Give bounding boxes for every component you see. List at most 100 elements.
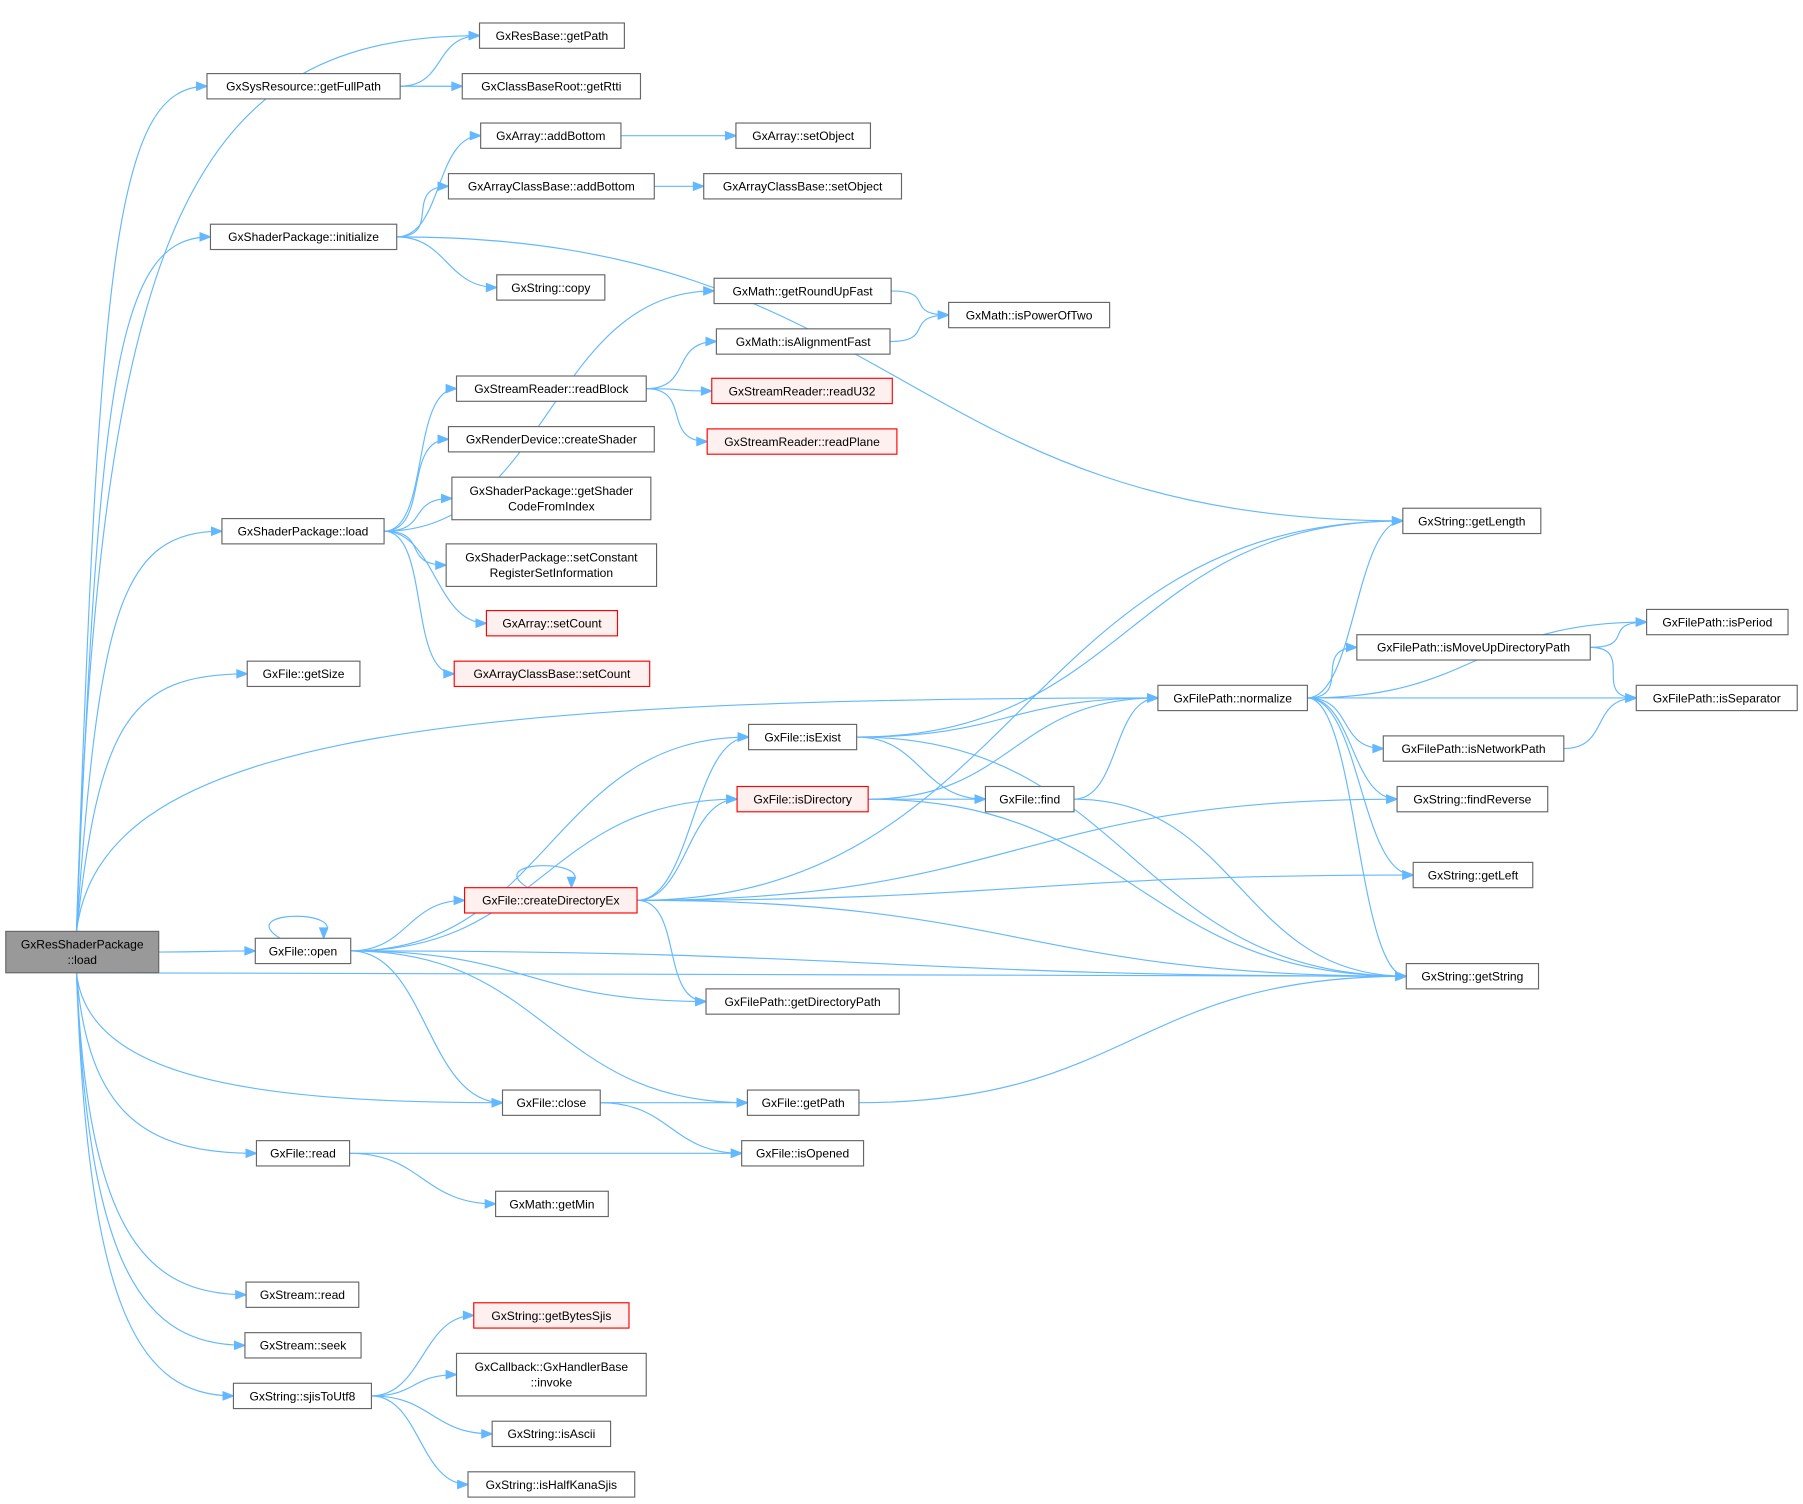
node-label: GxArray::setObject [752, 129, 855, 143]
node-gxstring-findreverse[interactable]: GxString::findReverse [1396, 785, 1549, 813]
node-box [713, 277, 892, 305]
node-gxclassbaseroot-getrtti[interactable]: GxClassBaseRoot::getRtti [461, 73, 642, 100]
node-gxfilepath-normalize[interactable]: GxFilePath::normalize [1157, 684, 1308, 712]
node-gxshaderpackage-initialize[interactable]: GxShaderPackage::initialize [209, 223, 398, 251]
node-gxstream-seek[interactable]: GxStream::seek [244, 1332, 362, 1359]
node-box [209, 223, 398, 251]
node-gxfile-getpath[interactable]: GxFile::getPath [746, 1089, 860, 1116]
node-gxstring-sjistoutf8[interactable]: GxString::sjisToUtf8 [232, 1382, 372, 1410]
call-edge [856, 736, 1407, 977]
node-box [491, 1420, 612, 1448]
node-gxrenderdevice-createshader[interactable]: GxRenderDevice::createShader [447, 426, 655, 453]
node-label: GxMath::getMin [509, 1197, 594, 1211]
call-edge [1307, 646, 1357, 699]
node-gxfile-read[interactable]: GxFile::read [255, 1140, 351, 1167]
node-gxmath-ispoweroftwo[interactable]: GxMath::isPowerOfTwo [948, 301, 1111, 329]
node-box [747, 723, 858, 751]
node-gxfilepath-ismoveupdirectorypath[interactable]: GxFilePath::isMoveUpDirectoryPath [1356, 634, 1591, 661]
node-label: GxStream::seek [260, 1339, 347, 1353]
node-gxfilepath-isseparator[interactable]: GxFilePath::isSeparator [1635, 684, 1798, 712]
arrowhead-icon [468, 30, 482, 41]
node-box [948, 301, 1111, 329]
node-gxfile-isdirectory[interactable]: GxFile::isDirectory [736, 785, 869, 813]
call-edge [75, 972, 234, 1397]
call-edge [1590, 646, 1637, 699]
call-edge [75, 972, 503, 1104]
node-box [1157, 684, 1308, 712]
node-box [715, 328, 891, 355]
node-gxarray-setobject[interactable]: GxArray::setObject [735, 122, 872, 149]
node-box [1356, 634, 1591, 661]
node-gxstring-isascii[interactable]: GxString::isAscii [491, 1420, 612, 1448]
call-edge [646, 340, 717, 390]
node-label: GxArray::addBottom [496, 129, 605, 143]
node-gxstring-getstring[interactable]: GxString::getString [1405, 962, 1540, 990]
node-gxstring-getleft[interactable]: GxString::getLeft [1412, 861, 1534, 889]
node-gxstreamreader-readu32[interactable]: GxStreamReader::readU32 [711, 377, 893, 405]
node-label: GxShaderPackage::load [238, 525, 369, 539]
call-edge [350, 950, 1407, 977]
node-gxshaderpackage-setconstantregistersetinformation[interactable]: GxShaderPackage::setConstantRegisterSetI… [445, 543, 658, 587]
node-gxfilepath-isnetworkpath[interactable]: GxFilePath::isNetworkPath [1382, 735, 1565, 762]
node-gxstream-read[interactable]: GxStream::read [245, 1281, 360, 1308]
node-gxmath-getroundupfast[interactable]: GxMath::getRoundUpFast [713, 277, 892, 305]
node-gxresshaderpackage-load[interactable]: GxResShaderPackage::load [5, 930, 160, 974]
arrowhead-icon [485, 282, 499, 293]
arrowhead-icon [730, 1148, 744, 1159]
node-gxfile-isopened[interactable]: GxFile::isOpened [741, 1140, 865, 1167]
node-gxmath-isalignmentfast[interactable]: GxMath::isAlignmentFast [715, 328, 891, 355]
node-gxfilepath-getdirectorypath[interactable]: GxFilePath::getDirectoryPath [705, 988, 900, 1015]
node-gxshaderpackage-load[interactable]: GxShaderPackage::load [221, 518, 385, 545]
node-label: GxMath::isAlignmentFast [736, 335, 871, 349]
node-gxarrayclassbase-setcount[interactable]: GxArrayClassBase::setCount [453, 660, 651, 688]
call-edge [371, 1314, 474, 1397]
node-label: GxMath::getRoundUpFast [733, 284, 874, 298]
arrowhead-icon [737, 732, 751, 742]
node-gxfile-find[interactable]: GxFile::find [984, 785, 1075, 813]
node-gxfile-createdirectoryex[interactable]: GxFile::createDirectoryEx [463, 887, 638, 914]
node-gxstring-getbytessjis[interactable]: GxString::getBytesSjis [473, 1302, 630, 1329]
node-box [705, 988, 900, 1015]
call-edge [384, 438, 449, 532]
node-gxarrayclassbase-setobject[interactable]: GxArrayClassBase::setObject [703, 173, 903, 200]
node-gxfile-getsize[interactable]: GxFile::getSize [246, 660, 361, 688]
call-edge [75, 673, 248, 932]
node-gxfile-open[interactable]: GxFile::open [254, 937, 352, 965]
arrowhead-icon [937, 310, 951, 320]
node-gxarrayclassbase-addbottom[interactable]: GxArrayClassBase::addBottom [447, 173, 655, 200]
arrowhead-icon [695, 996, 708, 1007]
node-gxfile-close[interactable]: GxFile::close [501, 1089, 601, 1116]
node-gxcallback-gxhandlerbase-invoke[interactable]: GxCallback::GxHandlerBase::invoke [455, 1352, 647, 1397]
node-gxresbase-getpath[interactable]: GxResBase::getPath [478, 22, 625, 49]
node-gxstreamreader-readblock[interactable]: GxStreamReader::readBlock [455, 375, 647, 402]
node-box [221, 518, 385, 545]
node-gxstring-copy[interactable]: GxString::copy [496, 274, 606, 301]
node-gxstreamreader-readplane[interactable]: GxStreamReader::readPlane [706, 428, 898, 455]
node-box [453, 660, 651, 688]
node-box [1412, 861, 1534, 889]
call-edge [516, 865, 576, 889]
call-edge [858, 975, 1407, 1104]
call-edge [384, 497, 452, 532]
node-gxmath-getmin[interactable]: GxMath::getMin [495, 1190, 609, 1218]
node-box [501, 1089, 601, 1116]
arrowhead-icon [700, 386, 714, 396]
call-edge [350, 950, 707, 1003]
node-label: GxFile::isExist [764, 730, 841, 744]
node-gxarray-setcount[interactable]: GxArray::setCount [485, 609, 619, 637]
node-box [711, 377, 893, 405]
node-gxarray-addbottom[interactable]: GxArray::addBottom [480, 122, 622, 149]
node-label: GxFilePath::isSeparator [1653, 691, 1781, 705]
node-box [447, 173, 655, 200]
arrowhead-icon [437, 181, 451, 192]
node-gxfilepath-isperiod[interactable]: GxFilePath::isPeriod [1646, 608, 1789, 636]
call-edge [75, 236, 211, 932]
node-gxfile-isexist[interactable]: GxFile::isExist [747, 723, 858, 751]
call-edge [350, 736, 749, 952]
node-gxstring-getlength[interactable]: GxString::getLength [1402, 507, 1542, 535]
node-label: GxFile::getPath [762, 1096, 845, 1110]
node-gxsysresource-getfullpath[interactable]: GxSysResource::getFullPath [206, 73, 401, 100]
node-gxstring-ishalfkanasjis[interactable]: GxString::isHalfKanaSjis [467, 1471, 636, 1498]
node-label: RegisterSetInformation [490, 566, 613, 580]
